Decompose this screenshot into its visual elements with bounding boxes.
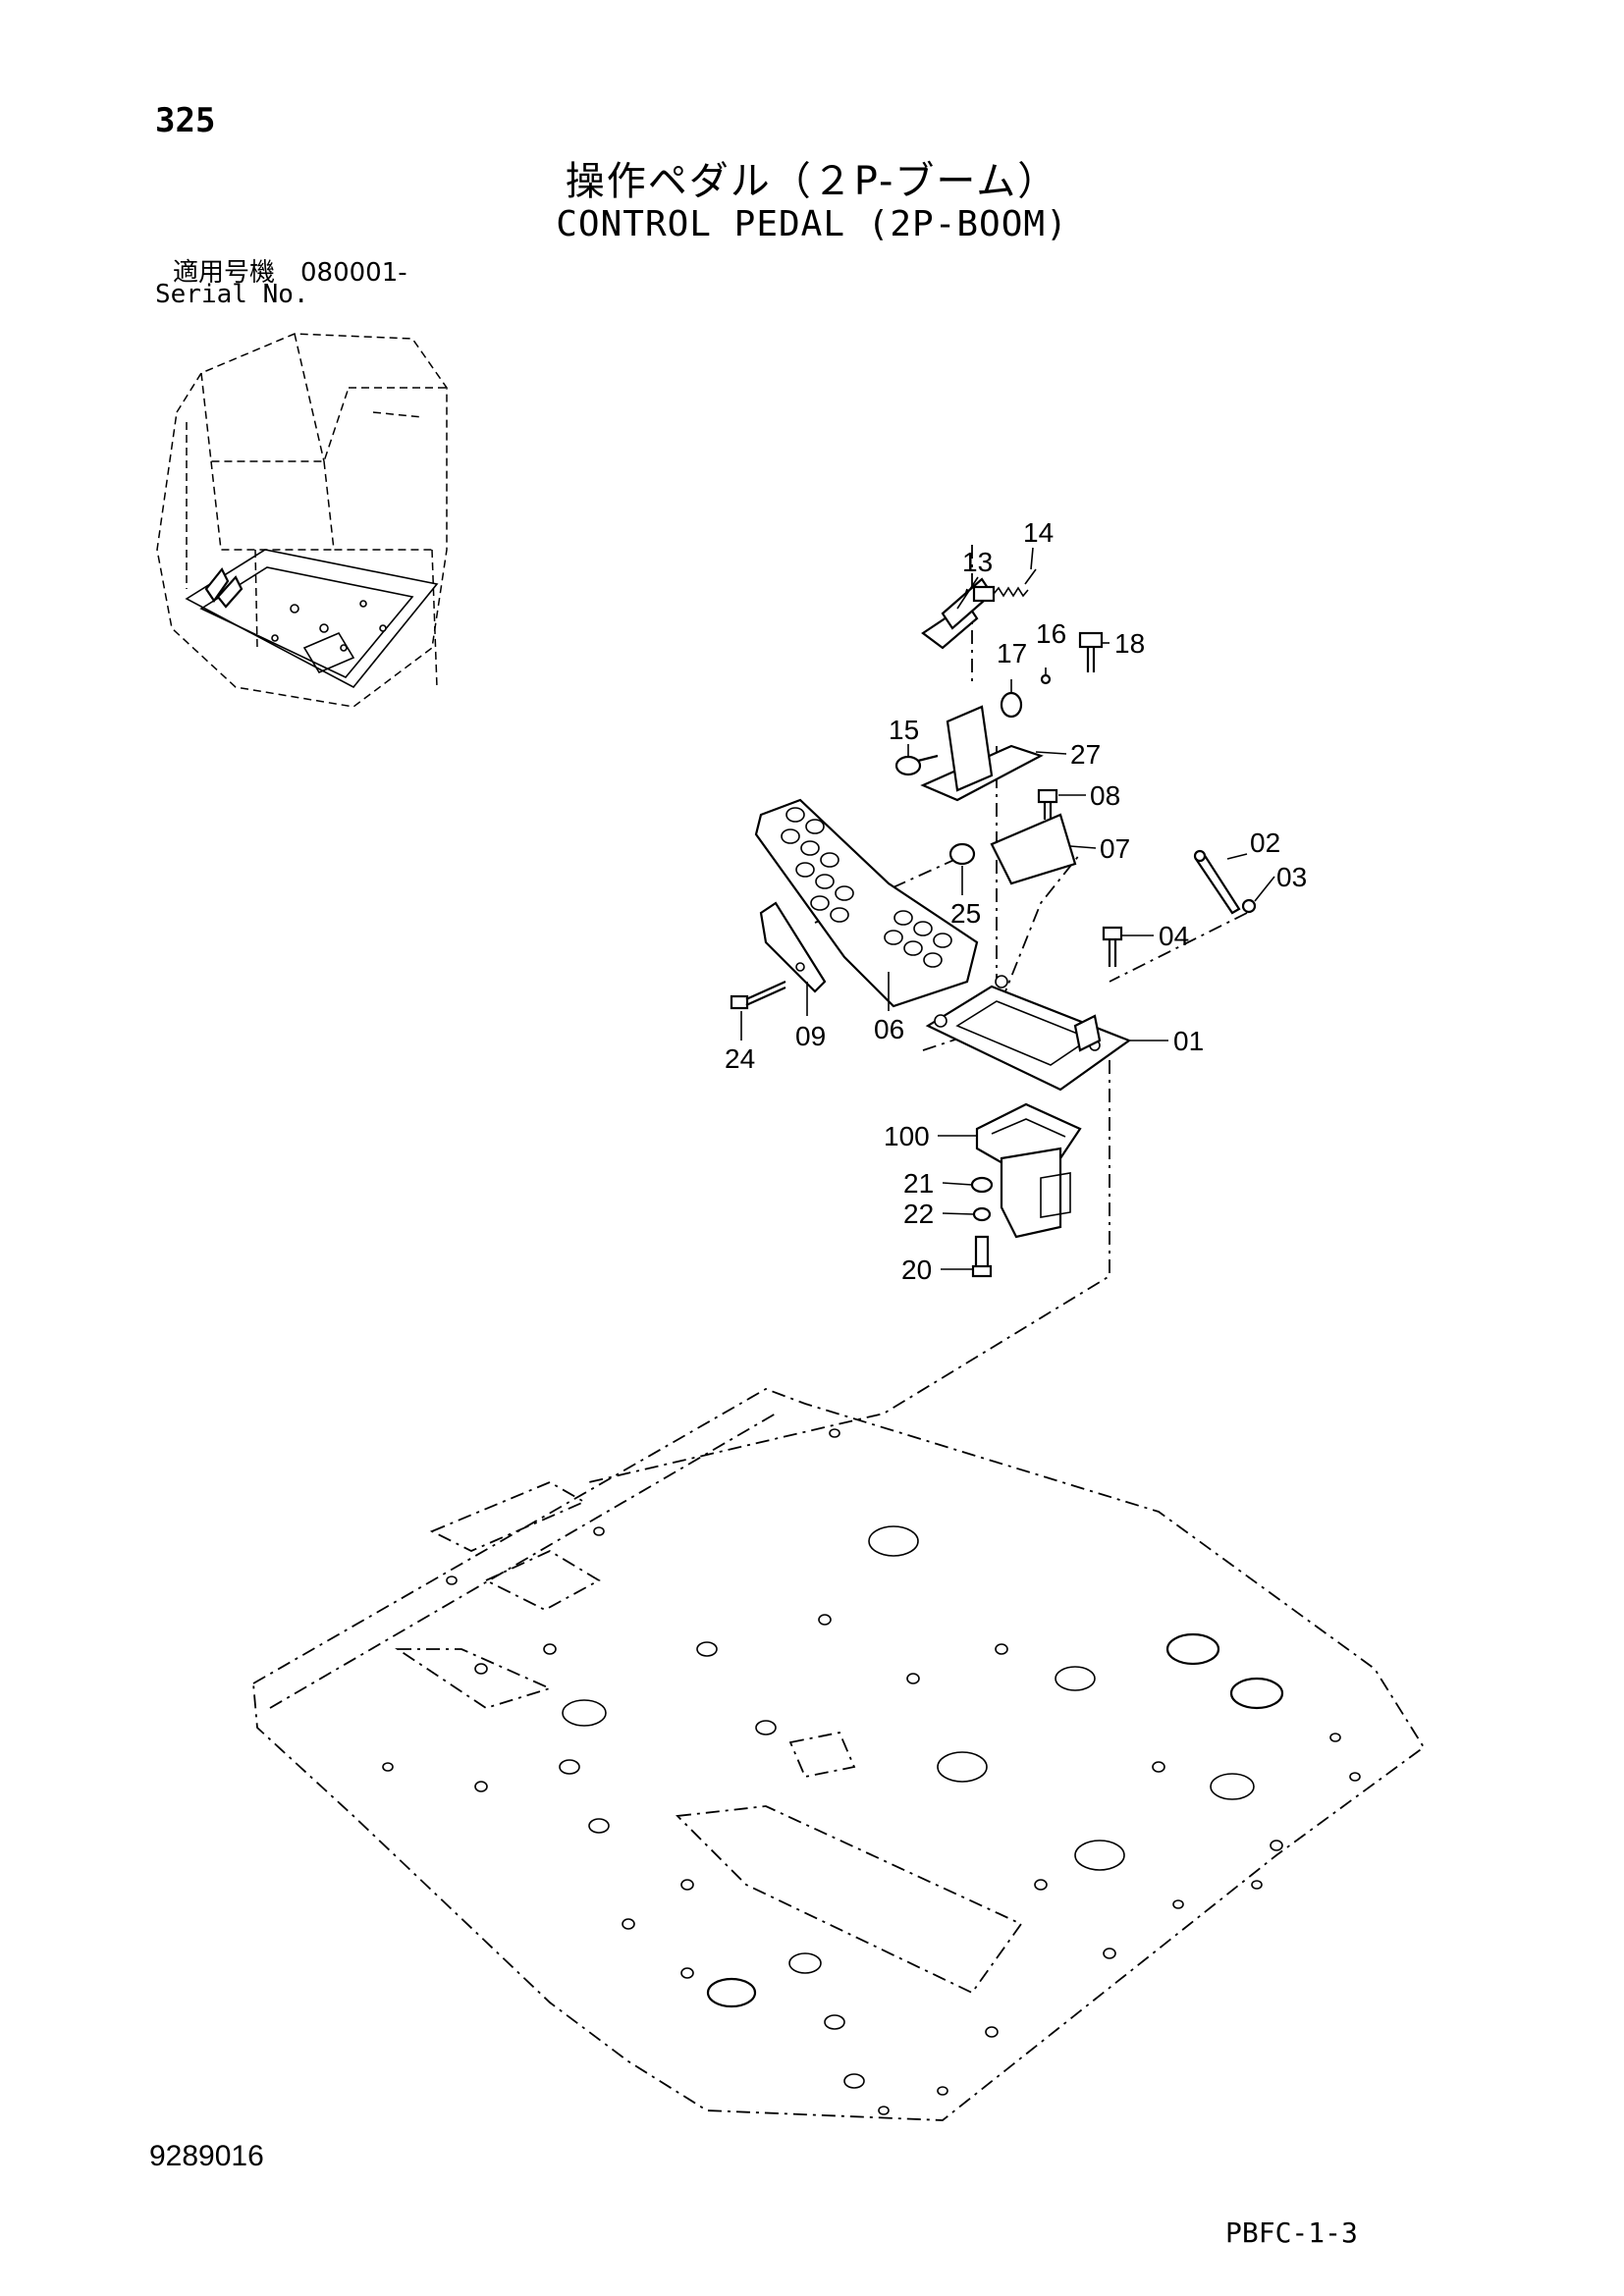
spring-14 [993, 568, 1037, 598]
bolt-24 [730, 980, 786, 1010]
cab-overview-inset [156, 333, 448, 708]
serial-label-english: Serial No. [155, 280, 309, 309]
serial-label-japanese: 適用号機 080001- [173, 258, 407, 288]
bolt-18 [1078, 631, 1104, 672]
bracket-27 [920, 705, 1044, 802]
callout-02: 02 [1250, 828, 1280, 858]
pedal-06 [754, 798, 979, 1008]
floor-plate [252, 1388, 1426, 2121]
callout-07: 07 [1100, 833, 1130, 864]
callout-16: 16 [1036, 618, 1066, 649]
washer-22 [972, 1206, 992, 1222]
bolt-08 [1037, 788, 1058, 820]
bushing-25 [948, 842, 976, 866]
assembly-chain-lines [588, 545, 1248, 1483]
document-number: 9289016 [149, 2140, 264, 2172]
washer-17 [1000, 691, 1023, 719]
bolt-20 [971, 1235, 993, 1278]
callout-labels: 14 13 17 16 18 15 27 08 07 02 03 25 04 0… [725, 517, 1307, 1285]
callout-06: 06 [874, 1014, 904, 1044]
callout-21: 21 [903, 1168, 934, 1199]
cotter-03 [1241, 898, 1257, 914]
callout-09: 09 [795, 1021, 826, 1051]
pin-02 [1193, 849, 1241, 915]
callout-20: 20 [901, 1255, 932, 1285]
pin-15 [894, 754, 939, 776]
callout-01: 01 [1173, 1026, 1204, 1056]
pilot-valve-100 [975, 1102, 1082, 1239]
callout-25: 25 [950, 898, 981, 929]
callout-13: 13 [962, 547, 993, 577]
callout-18: 18 [1114, 628, 1145, 659]
bolt-04 [1102, 926, 1123, 967]
bracket-09 [759, 901, 827, 993]
callout-24: 24 [725, 1043, 755, 1074]
callout-04: 04 [1159, 921, 1189, 951]
lock-lever-13 [921, 577, 996, 650]
page-number: 325 [155, 101, 216, 140]
title-english: CONTROL PEDAL (2P-BOOM) [556, 204, 1068, 244]
washer-21 [970, 1176, 994, 1194]
callout-100: 100 [884, 1121, 930, 1151]
callout-03: 03 [1276, 862, 1307, 892]
base-plate-01 [925, 975, 1132, 1092]
plate-07 [990, 813, 1077, 885]
callout-17: 17 [997, 638, 1027, 668]
leader-lines [740, 547, 1275, 1270]
sheet-code: PBFC-1-3 [1225, 2216, 1358, 2249]
callout-14: 14 [1023, 517, 1054, 548]
callout-22: 22 [903, 1199, 934, 1229]
pin-16 [1040, 673, 1052, 685]
title-japanese: 操作ペダル（２P-ブーム） [565, 159, 1059, 204]
callout-08: 08 [1090, 780, 1120, 811]
callout-15: 15 [889, 715, 919, 745]
callout-27: 27 [1070, 739, 1101, 770]
